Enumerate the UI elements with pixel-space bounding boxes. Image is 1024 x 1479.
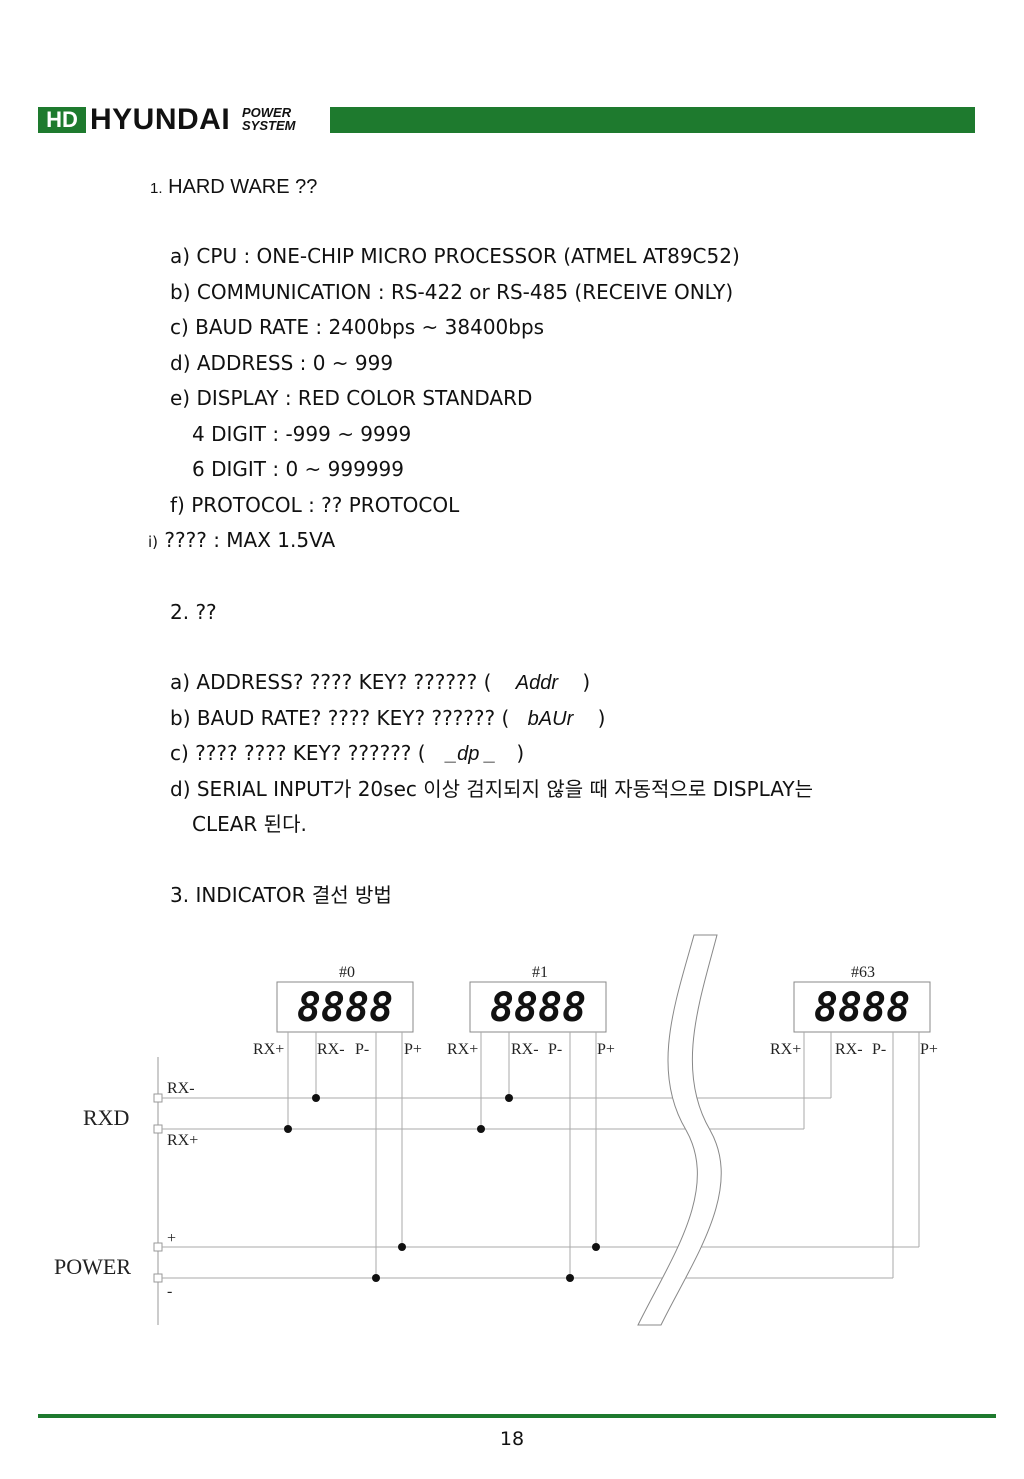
fn-item-baud-close: ): [597, 706, 606, 730]
junction-dot: [284, 1125, 292, 1133]
ind1-rxminus-label: RX-: [511, 1041, 539, 1058]
indicator-0-box: [276, 981, 414, 1033]
header-bar: [330, 107, 975, 133]
ind0-rxplus-label: RX+: [253, 1041, 284, 1058]
junction-dot: [566, 1274, 574, 1282]
ind63-pplus-label: P+: [920, 1041, 938, 1058]
power-label: POWER: [54, 1254, 131, 1279]
logo-name: HYUNDAI: [90, 103, 231, 136]
hw-item-4digit: 4 DIGIT : -999 ~ 9999: [192, 422, 412, 446]
rxd-label: RXD: [83, 1105, 129, 1130]
ind0-pplus-label: P+: [404, 1041, 422, 1058]
power-minus-terminal: [153, 1273, 163, 1283]
fn-item-baud-code: bAUr: [527, 708, 574, 730]
rx-plus-bus-label: RX+: [167, 1132, 198, 1149]
indicator-1-label: #1: [532, 964, 548, 981]
hw-item-cpu: a) CPU : ONE-CHIP MICRO PROCESSOR (ATMEL…: [170, 244, 740, 268]
fn-item-serial-line1: d) SERIAL INPUT가 20sec 이상 검지되지 않을 때 자동적으…: [170, 777, 814, 801]
junction-dot: [592, 1243, 600, 1251]
fn-item-dp-text: c) ???? ???? KEY? ?????? (: [170, 741, 426, 765]
break-mark: [637, 934, 722, 1326]
indicator-0-label: #0: [339, 964, 355, 981]
hw-item-address: d) ADDRESS : 0 ~ 999: [170, 351, 394, 375]
indicator-63-box: [793, 981, 931, 1033]
hw-item-6digit: 6 DIGIT : 0 ~ 999999: [192, 457, 404, 481]
wiring-diagram: #0 #1 #63 8888 8888 8888 RX+ RX- P- P+ R…: [54, 934, 938, 1326]
section1-title: HARD WARE ??: [168, 176, 318, 198]
fn-item-address-code: Addr: [515, 672, 559, 694]
ind1-pminus-label: P-: [548, 1041, 562, 1058]
rx-plus-terminal: [153, 1124, 163, 1134]
section1-heading: 1. HARD WARE ??: [150, 176, 317, 199]
fn-item-dp: c) ???? ???? KEY? ?????? ( _dp _ ): [170, 740, 524, 767]
fn-item-dp-code: _dp _: [445, 743, 497, 765]
logo-system-text: SYSTEM: [242, 118, 296, 133]
ind63-pminus-label: P-: [872, 1041, 886, 1058]
ind0-pminus-label: P-: [355, 1041, 369, 1058]
indicator-63-label: #63: [851, 964, 875, 981]
fn-item-baud: b) BAUD RATE? ???? KEY? ?????? ( bAUr ): [170, 705, 605, 732]
fn-item-baud-text: b) BAUD RATE? ???? KEY? ?????? (: [170, 706, 510, 730]
fn-item-address-text: a) ADDRESS? ???? KEY? ?????? (: [170, 670, 492, 694]
fn-item-address-close: ): [582, 670, 591, 694]
ind1-rxplus-label: RX+: [447, 1041, 478, 1058]
hw-item-protocol: f) PROTOCOL : ?? PROTOCOL: [170, 493, 460, 517]
logo-power-system: POWER SYSTEM: [242, 106, 295, 132]
page-number: 18: [499, 1428, 525, 1450]
power-marker: i): [148, 533, 159, 551]
indicator-63-display: 8888: [814, 985, 910, 1031]
fn-item-serial-line2: CLEAR 된다.: [192, 812, 307, 836]
rx-minus-bus-label: RX-: [167, 1080, 195, 1097]
hw-item-display: e) DISPLAY : RED COLOR STANDARD: [170, 386, 533, 410]
fn-item-dp-close: ): [516, 741, 525, 765]
ind63-rxminus-label: RX-: [835, 1041, 863, 1058]
ind1-pplus-label: P+: [597, 1041, 615, 1058]
logo-power-text: POWER: [242, 105, 292, 120]
power-minus-label: -: [167, 1283, 172, 1300]
indicator-0-display: 8888: [297, 985, 393, 1031]
rx-minus-terminal: [153, 1093, 163, 1103]
junction-dot: [312, 1094, 320, 1102]
section1-number: 1.: [150, 180, 163, 197]
section3-title: 3. INDICATOR 결선 방법: [170, 883, 392, 907]
junction-dot: [505, 1094, 513, 1102]
indicator-1-display: 8888: [490, 985, 586, 1031]
footer-line: [38, 1414, 996, 1418]
power-plus-terminal: [153, 1242, 163, 1252]
junction-dot: [398, 1243, 406, 1251]
power-plus-label: +: [167, 1230, 176, 1247]
section2-title: 2. ??: [170, 600, 217, 624]
indicator-1-box: [469, 981, 607, 1033]
junction-dot: [477, 1125, 485, 1133]
fn-item-address: a) ADDRESS? ???? KEY? ?????? ( Addr ): [170, 669, 590, 696]
hw-item-baud-rate: c) BAUD RATE : 2400bps ~ 38400bps: [170, 315, 545, 339]
hw-item-communication: b) COMMUNICATION : RS-422 or RS-485 (REC…: [170, 280, 734, 304]
hw-item-power: i) ???? : MAX 1.5VA: [148, 527, 335, 555]
logo-hd-box: HD: [38, 107, 86, 133]
junction-dot: [372, 1274, 380, 1282]
power-text: ???? : MAX 1.5VA: [164, 528, 336, 552]
ind0-rxminus-label: RX-: [317, 1041, 345, 1058]
ind63-rxplus-label: RX+: [770, 1041, 801, 1058]
